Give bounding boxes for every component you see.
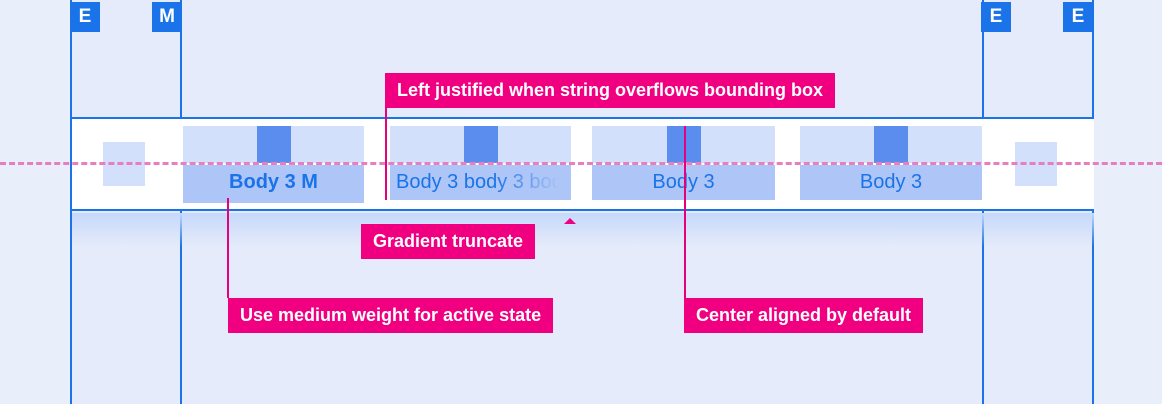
- tab-label: Body 3 M: [229, 171, 318, 193]
- tab-label-box: Body 3: [592, 165, 775, 200]
- tab-item-3[interactable]: Body 3: [592, 126, 775, 200]
- leader-center-aligned-note: [684, 126, 686, 298]
- tab-label: Body 3: [652, 171, 715, 193]
- annotation-medium-weight: Use medium weight for active state: [228, 298, 554, 333]
- leader-gradient-note-notch: [564, 218, 576, 224]
- tab-icon: [666, 126, 701, 163]
- tab-item-1[interactable]: Body 3 M: [183, 126, 364, 203]
- tab-label: Body 3 body 3 body 3: [396, 171, 571, 193]
- annotation-overflow: Left justified when string overflows bou…: [385, 73, 835, 108]
- tab-label: Body 3: [859, 171, 923, 193]
- spacing-badge-e-right-1: E: [981, 2, 1011, 32]
- vertical-guide-1: [70, 0, 72, 404]
- spacing-badge-e-right-2: E: [1063, 2, 1093, 32]
- tab-label-box: Body 3 M: [183, 165, 364, 200]
- annotation-center-aligned: Center aligned by default: [684, 298, 924, 333]
- leader-medium-weight-note: [227, 198, 229, 298]
- vertical-center-guide: [0, 162, 1162, 165]
- spacing-badge-e-left: E: [70, 2, 100, 32]
- tab-icon: [256, 126, 291, 163]
- leader-overflow-note: [385, 103, 387, 200]
- tab-icon: [463, 126, 498, 163]
- annotation-gradient: Gradient truncate: [361, 224, 536, 259]
- tab-icon-box: [592, 126, 775, 163]
- tab-active-underline: [183, 200, 364, 203]
- spacing-badge-m: M: [152, 2, 182, 32]
- tab-item-4[interactable]: Body 3: [800, 126, 982, 200]
- tab-icon-box: [390, 126, 571, 163]
- tab-label-box: Body 3: [800, 165, 982, 200]
- tab-icon: [874, 126, 908, 163]
- tab-icon-box: [183, 126, 364, 163]
- tab-label-box: Body 3 body 3 body 3: [390, 165, 571, 200]
- tab-icon-box: [800, 126, 982, 163]
